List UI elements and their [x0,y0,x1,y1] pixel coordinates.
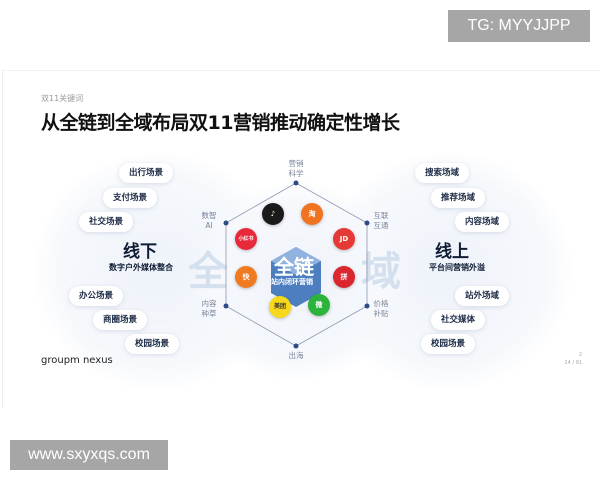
online-subtitle: 平台间营销外溢 [429,263,485,272]
taobao-icon: 淘 [301,203,323,225]
vertex-dot [364,303,370,309]
vertex-label: 数智AI [201,211,217,230]
vertex-label: 互联互通 [373,211,389,230]
online-item: 内容场域 [455,212,510,232]
center-subtitle: 站内闭环营销 [271,278,313,286]
online-item: 站外场域 [455,286,510,306]
online-item: 社交媒体 [431,310,486,330]
offline-item: 校园场景 [125,334,180,354]
vertex-label: 营销科学 [288,159,304,178]
vertex-dot [223,220,229,226]
page-title: 从全链到全域布局双11营销推动确定性增长 [41,112,400,134]
slide: 双11关键词 从全链到全域布局双11营销推动确定性增长 全 域 出行场景 支付场… [2,70,600,408]
offline-item: 出行场景 [119,163,174,183]
page-count: 24 / 91 [564,360,582,366]
vertex-dot [223,303,229,309]
offline-subtitle: 数字户外媒体整合 [109,263,173,272]
vertex-dot [364,220,370,226]
jd-icon: JD [333,228,355,250]
offline-item: 支付场景 [103,188,158,208]
offline-item: 商圈场景 [93,310,148,330]
vertex-dot [293,343,299,349]
xiaohongshu-icon: 小红书 [235,228,257,250]
wechat-icon: 微 [308,294,330,316]
vertex-label: 价格补贴 [373,299,389,318]
online-title: 线上 [435,242,469,262]
watermark-top: TG: MYYJJPP [448,10,590,42]
page-current: 2 [578,352,582,358]
pinduoduo-icon: 拼 [333,266,355,288]
douyin-icon: ♪ [262,203,284,225]
kicker: 双11关键词 [41,94,84,103]
watermark-bottom: www.sxyxqs.com [10,440,168,470]
online-item: 校园场景 [421,334,476,354]
ghost-right: 域 [361,249,401,295]
ghost-left: 全 [188,249,228,295]
offline-title: 线下 [123,242,157,262]
vertex-label: 出海 [288,351,304,360]
groupm-nexus-logo: groupm nexus [41,355,113,366]
offline-item: 办公场景 [69,286,124,306]
center-title: 全链 [274,255,314,279]
kuaishou-icon: 快 [235,266,257,288]
meituan-icon: 美团 [269,296,291,318]
page-number: 2 24 / 91 [564,351,582,367]
online-item: 推荐场域 [431,188,486,208]
online-item: 搜索场域 [415,163,470,183]
hexagon-frame [223,180,370,349]
vertex-label: 内容种草 [201,299,217,318]
offline-item: 社交场景 [79,212,134,232]
vertex-dot [293,180,299,186]
